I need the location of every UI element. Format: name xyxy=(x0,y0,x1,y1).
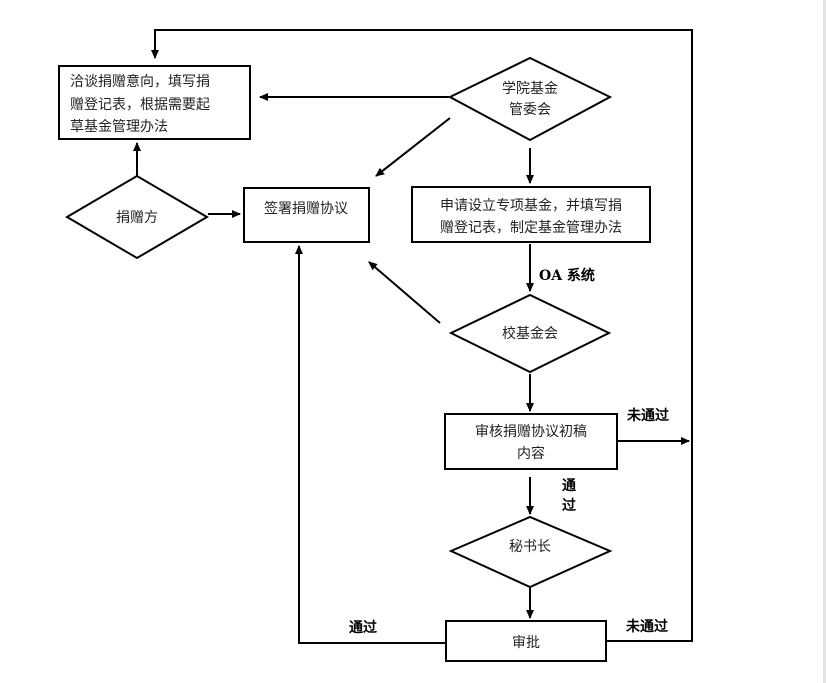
node-negotiate-line-2: 赠登记表，根据需要起 xyxy=(70,97,210,113)
label-review-pass-1: 通 xyxy=(562,478,576,494)
node-review-draft-line-1: 审核捐赠协议初稿 xyxy=(475,423,587,440)
node-apply-fund[interactable]: 申请设立专项基金，并填写捐 赠登记表，制定基金管理办法 xyxy=(411,186,651,243)
label-review-fail: 未通过 xyxy=(627,407,669,424)
node-school-foundation[interactable]: 校基金会 xyxy=(448,293,612,374)
node-apply-fund-line-1: 申请设立专项基金，并填写捐 xyxy=(440,197,622,214)
edge-foundation-to-sign xyxy=(368,261,441,324)
node-apply-fund-line-2: 赠登记表，制定基金管理办法 xyxy=(440,219,622,236)
node-college-committee[interactable]: 学院基金 管委会 xyxy=(447,56,613,142)
label-review-pass-2: 过 xyxy=(562,497,576,514)
label-oa-system: OA 系统 xyxy=(539,267,595,284)
edge-return-loop xyxy=(151,29,693,642)
node-secretary-general[interactable]: 秘书长 xyxy=(448,515,613,589)
node-donor[interactable]: 捐赠方 xyxy=(65,174,209,260)
node-donor-label: 捐赠方 xyxy=(116,210,158,226)
node-college-committee-line-1: 学院基金 xyxy=(502,80,558,97)
label-approval-pass: 通过 xyxy=(349,619,377,636)
node-sign-agreement-label: 签署捐赠协议 xyxy=(264,200,348,217)
node-review-draft-line-2: 内容 xyxy=(517,445,545,462)
node-negotiate-line-1: 洽谈捐赠意向，填写捐 xyxy=(70,73,210,90)
edge-approval-pass xyxy=(295,245,445,644)
node-negotiate-line-3: 草基金管理办法 xyxy=(70,118,168,135)
page-edge-divider xyxy=(823,0,826,683)
edge-committee-to-sign xyxy=(375,117,451,177)
node-college-committee-line-2: 管委会 xyxy=(509,102,551,118)
node-review-draft[interactable]: 审核捐赠协议初稿 内容 xyxy=(444,413,618,470)
node-negotiate[interactable]: 洽谈捐赠意向，填写捐 赠登记表，根据需要起 草基金管理办法 xyxy=(58,65,251,140)
node-school-foundation-label: 校基金会 xyxy=(502,325,558,342)
node-secretary-general-label: 秘书长 xyxy=(509,539,551,555)
node-approval[interactable]: 审批 xyxy=(445,620,607,662)
label-approval-fail: 未通过 xyxy=(626,618,668,635)
node-sign-agreement[interactable]: 签署捐赠协议 xyxy=(243,187,370,243)
node-approval-label: 审批 xyxy=(512,635,540,651)
